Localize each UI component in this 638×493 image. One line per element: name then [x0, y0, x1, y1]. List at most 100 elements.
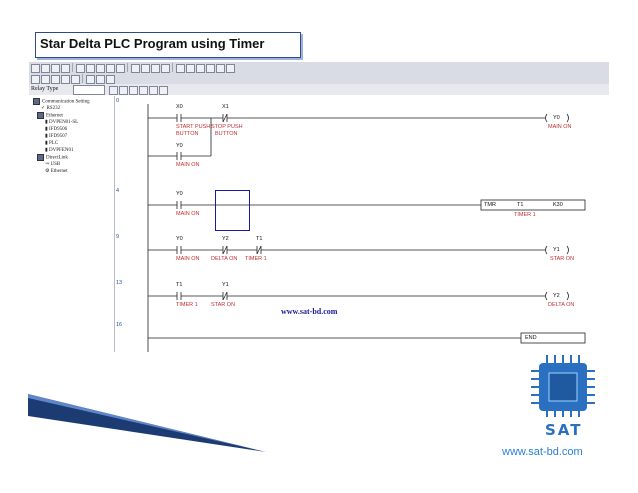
instr-preset: K30: [553, 202, 563, 208]
contact-address: T1: [176, 282, 183, 288]
contact-address: Y1: [222, 282, 229, 288]
coil-label: STAR ON: [550, 256, 575, 262]
coil-label: DELTA ON: [548, 302, 575, 308]
zoom-out-icon[interactable]: [151, 64, 160, 73]
contact-label: MAIN ON: [176, 256, 200, 262]
tree-item-ethernet-2[interactable]: ⚙ Ethernet: [45, 169, 68, 174]
open-icon[interactable]: [41, 64, 50, 73]
contact-address: T1: [256, 236, 263, 242]
tree-item-usb[interactable]: ⇒ USB: [45, 162, 61, 167]
il-mode-icon[interactable]: [41, 75, 50, 84]
tree-item-plc[interactable]: ▮ PLC: [45, 141, 59, 146]
download-icon[interactable]: [186, 64, 195, 73]
contact-label: STOP PUSH: [211, 124, 243, 130]
device-icon[interactable]: [71, 75, 80, 84]
sat-logo: SAT: [527, 355, 599, 440]
toolbar-row-1: [29, 62, 609, 73]
step-number: 16: [116, 322, 123, 328]
ladder-svg: [147, 104, 586, 352]
decorative-swoosh: [28, 394, 266, 452]
contact-address: X0: [176, 104, 183, 110]
end-instruction: END: [525, 335, 537, 341]
tree-item-rs232[interactable]: ✓ RS232: [41, 106, 61, 111]
vertical-line-icon[interactable]: [149, 86, 158, 95]
tree-root[interactable]: Communication Setting: [33, 98, 90, 105]
stop-icon[interactable]: [226, 64, 235, 73]
print-icon[interactable]: [61, 64, 70, 73]
logo-url: www.sat-bd.com: [502, 446, 583, 458]
contact-address: Y0: [176, 191, 183, 197]
instr-op: TMR: [484, 202, 496, 208]
zoom-in-icon[interactable]: [141, 64, 150, 73]
contact-label: BUTTON: [215, 131, 238, 137]
comment-icon[interactable]: [61, 75, 70, 84]
online-icon[interactable]: [86, 75, 95, 84]
paste-icon[interactable]: [96, 64, 105, 73]
contact-no-icon[interactable]: [109, 86, 118, 95]
coil-address: Y0: [553, 115, 560, 121]
contact-address: X1: [222, 104, 229, 110]
coil-address: Y2: [553, 293, 560, 299]
tree-item-directlink[interactable]: DirectLink: [37, 154, 68, 161]
watermark-url: www.sat-bd.com: [281, 307, 338, 316]
settings-icon[interactable]: [106, 75, 115, 84]
redo-icon[interactable]: [116, 64, 125, 73]
ethernet-icon: [37, 112, 44, 119]
undo-icon[interactable]: [106, 64, 115, 73]
tree-item-ifd9507[interactable]: ▮ IFD9507: [45, 134, 68, 139]
tree-item-ifd9506[interactable]: ▮ IFD9506: [45, 127, 68, 132]
relay-type-label: Relay Type: [31, 86, 59, 92]
contact-label: DELTA ON: [211, 256, 238, 262]
instr-label: TIMER 1: [514, 212, 536, 218]
step-number: 13: [116, 280, 123, 286]
coil-icon[interactable]: [129, 86, 138, 95]
contact-nc-icon[interactable]: [119, 86, 128, 95]
contact-label: TIMER 1: [176, 302, 198, 308]
contact-label: BUTTON: [176, 131, 199, 137]
step-number: 0: [116, 98, 120, 104]
step-number: 4: [116, 188, 120, 194]
upload-icon[interactable]: [196, 64, 205, 73]
new-icon[interactable]: [31, 64, 40, 73]
toolbar-row-2: [29, 73, 609, 84]
contact-label: STAR ON: [211, 302, 236, 308]
sfc-mode-icon[interactable]: [51, 75, 60, 84]
contact-label: MAIN ON: [176, 211, 200, 217]
slide-title: Star Delta PLC Program using Timer: [40, 36, 265, 51]
monitor-icon[interactable]: [206, 64, 215, 73]
ladder-editor[interactable]: 0 4 9 13 16 X0 X1 START PUSH BUTTON STOP…: [115, 96, 609, 352]
logo-text: SAT: [545, 421, 583, 439]
copy-icon[interactable]: [86, 64, 95, 73]
tree-item-dvpfen01[interactable]: ▮ DVPFEN01: [45, 148, 74, 153]
coil-label: MAIN ON: [548, 124, 572, 130]
tree-item-ethernet[interactable]: Ethernet: [37, 112, 63, 119]
contact-label: TIMER 1: [245, 256, 267, 262]
contact-address: Y0: [176, 143, 183, 149]
offline-icon[interactable]: [96, 75, 105, 84]
edit-cursor[interactable]: [215, 190, 250, 231]
project-tree: Communication Setting ✓ RS232 Ethernet ▮…: [29, 96, 115, 352]
run-icon[interactable]: [216, 64, 225, 73]
plc-editor-window: Relay Type Communication Setting ✓ RS232…: [29, 62, 609, 352]
relay-type-select[interactable]: [73, 85, 105, 95]
contact-address: Y0: [176, 236, 183, 242]
slide-title-box: [35, 32, 301, 58]
contact-label: MAIN ON: [176, 162, 200, 168]
coil-address: Y1: [553, 247, 560, 253]
comm-settings-icon: [33, 98, 40, 105]
tree-item-dvpen01[interactable]: ▮ DVPEN01-SL: [45, 120, 79, 125]
horizontal-line-icon[interactable]: [159, 86, 168, 95]
instr-timer: T1: [517, 202, 524, 208]
find-icon[interactable]: [131, 64, 140, 73]
toolbar-row-3: Relay Type: [29, 84, 609, 95]
help-icon[interactable]: [161, 64, 170, 73]
directlink-icon: [37, 154, 44, 161]
save-icon[interactable]: [51, 64, 60, 73]
contact-address: Y2: [222, 236, 229, 242]
cut-icon[interactable]: [76, 64, 85, 73]
compile-icon[interactable]: [176, 64, 185, 73]
function-icon[interactable]: [139, 86, 148, 95]
contact-label: START PUSH: [176, 124, 211, 130]
ladder-mode-icon[interactable]: [31, 75, 40, 84]
step-number: 9: [116, 234, 120, 240]
